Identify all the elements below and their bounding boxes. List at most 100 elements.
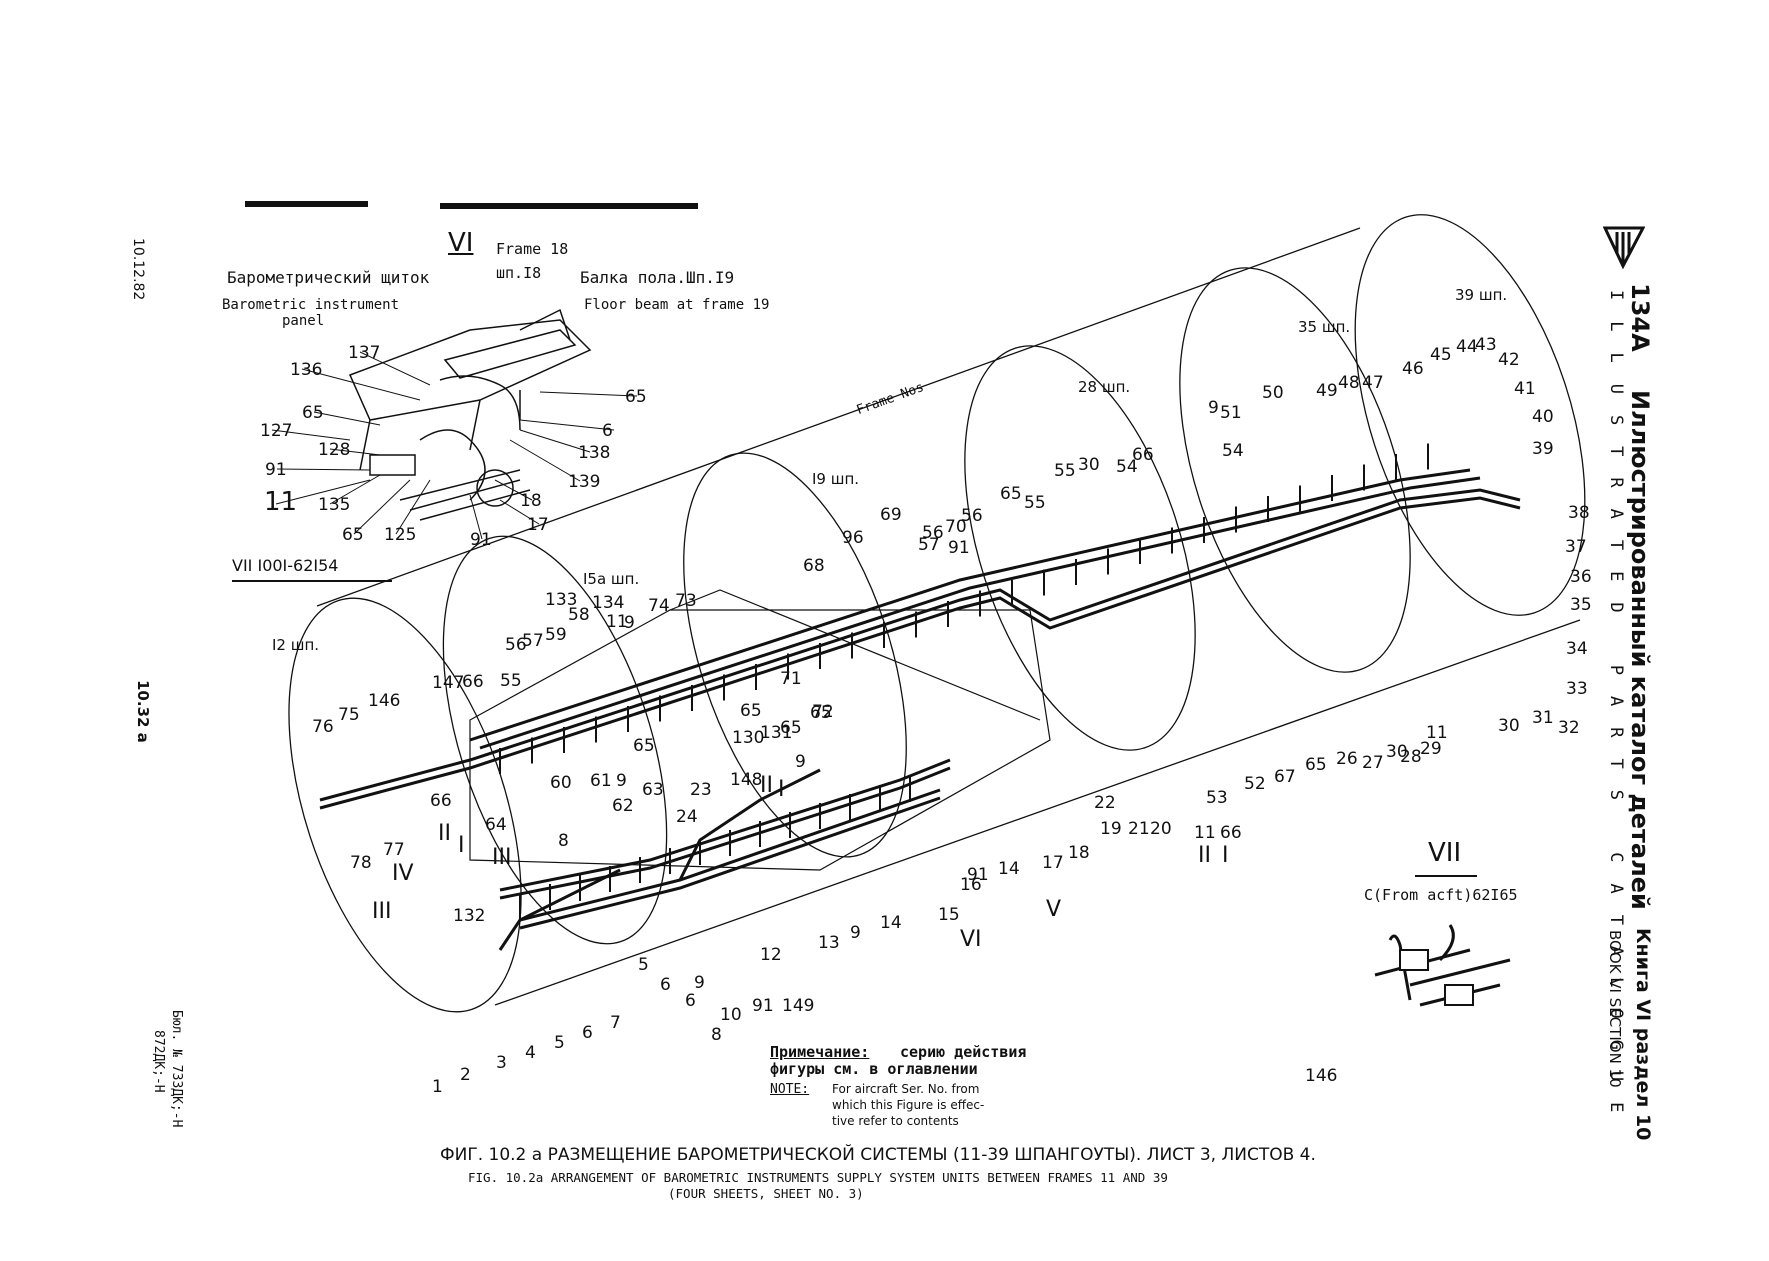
leader-line (509, 439, 581, 482)
fuselage-callout-89: 28 (1400, 747, 1422, 767)
detail-vi-callout-65: 65 (625, 387, 647, 407)
detail-vii-callout: 146 (1305, 1066, 1338, 1086)
panel-english-2: panel (282, 313, 325, 329)
frame18-english: Frame 18 (496, 240, 569, 258)
fuselage-callout-8: 59 (545, 625, 567, 645)
detail-vi-callout-138: 138 (578, 443, 610, 463)
fuselage-callout-51: 17 (1042, 853, 1064, 873)
fuselage-callout-60: 9 (795, 752, 806, 772)
fuselage-callout-12: 11 (606, 612, 628, 632)
fuselage-callout-73: 70 (945, 517, 967, 537)
detail-vi-callout-135: 135 (318, 495, 350, 515)
fuselage-callout-36: 5 (638, 955, 649, 975)
fuselage-callout-94: 31 (1532, 708, 1554, 728)
fuselage-callout-38: 9 (694, 973, 705, 993)
detail-vi-callout-91: 91 (470, 530, 492, 550)
book-section-english: BOOK VI SECTION 10 (1606, 930, 1624, 1088)
frame-label-39: 39 шп. (1455, 286, 1508, 304)
fuselage-callout-31: 4 (525, 1043, 536, 1063)
logo-glyph (1602, 226, 1646, 270)
fuselage-callout-92: 11 (1426, 723, 1448, 743)
fuselage-callout-29: 2 (460, 1065, 471, 1085)
fuselage-callout-47: 15 (938, 905, 960, 925)
fuselage-callout-88: 27 (1362, 753, 1384, 773)
detail-vii-sketch (1374, 924, 1511, 1007)
fuselage-callout-41: 91 (752, 996, 774, 1016)
leader-line (276, 468, 371, 471)
fuselage-callout-45: 9 (850, 923, 861, 943)
fuselage-callout-75: 56 (961, 506, 983, 526)
fuselage-outline (288, 214, 1586, 1013)
fuselage-callout-116: 11 (1194, 823, 1216, 843)
page-number: 10.32 a (134, 680, 152, 743)
fuselage-callout-14: 74 (648, 596, 670, 616)
fuselage-callout-67: 65 (810, 703, 832, 723)
date-stamp: 10.12.82 (130, 238, 146, 301)
leader-line (494, 479, 533, 501)
leader-line (275, 479, 371, 505)
fuselage-callout-59: 148 (730, 770, 762, 790)
fuselage-callout-101: 38 (1568, 503, 1590, 523)
frame-label-35: 35 шп. (1298, 318, 1351, 336)
fuselage-callout-16: 78 (350, 853, 372, 873)
caption-english-sheet: (FOUR SHEETS, SHEET NO. 3) (668, 1186, 864, 1201)
frame18-russian: шп.I8 (496, 264, 542, 282)
fuselage-callout-40: 10 (720, 1005, 742, 1025)
fuselage-callout-26: 65 (633, 736, 655, 756)
fuselage-callout-17: 77 (383, 840, 405, 860)
fuselage-callout-1: 75 (338, 705, 360, 725)
detail-vi-title: VI (448, 228, 474, 258)
frame-label-12: I2 шп. (272, 636, 320, 654)
fuselage-callout-66: 71 (780, 669, 802, 689)
fuselage-callout-30: 3 (496, 1053, 507, 1073)
leader-line (499, 499, 540, 525)
title-russian: Иллюстрированный каталог деталей (1626, 390, 1654, 910)
fuselage-callout-50: 14 (998, 859, 1020, 879)
fuselage-callout-68: 68 (803, 556, 825, 576)
leader-line (395, 479, 431, 535)
detail-vi-callout-128: 128 (318, 440, 350, 460)
fuselage-callout-96: 33 (1566, 679, 1588, 699)
caption-english: FIG. 10.2a ARRANGEMENT OF BAROMETRIC INS… (468, 1170, 1168, 1185)
note-text-russian-2: фигуры см. в оглавлении (770, 1060, 978, 1078)
fuselage-callout-72: 56 (922, 523, 944, 543)
detail-vi-sketch (348, 308, 592, 521)
fuselage-callout-100: 37 (1565, 537, 1587, 557)
fuselage-callout-28: 1 (432, 1077, 443, 1097)
fuselage-callout-98: 35 (1570, 595, 1592, 615)
fuselage-callout-85: 67 (1274, 767, 1296, 787)
fuselage-callout-80: 54 (1116, 457, 1138, 477)
detail-vi-callout-139: 139 (568, 472, 600, 492)
fuselage-callout-55: 20 (1150, 819, 1172, 839)
fuselage-callout-33: 6 (582, 1023, 593, 1043)
fuselage-callout-78: 55 (1054, 461, 1076, 481)
fuselage-callout-21: 9 (616, 771, 627, 791)
detail-vii-effectivity: C(From acft)62I65 (1364, 886, 1518, 904)
fuselage-callout-5: 55 (500, 671, 522, 691)
fuselage-callout-37: 6 (685, 991, 696, 1011)
leader-line (519, 419, 615, 431)
note-label-english: NOTE: (770, 1082, 810, 1097)
view-iv: IV (392, 861, 414, 886)
fuselage-callout-13: 9 (624, 613, 635, 633)
fuselage-callout-46: 14 (880, 913, 902, 933)
bulletin-line-1: Бюл. № 733ДК;-Н (169, 1010, 184, 1128)
fuselage-callout-35: 6 (660, 975, 671, 995)
fuselage-callout-56: 22 (1094, 793, 1116, 813)
detail-vi-effectivity: VII I00I-62I54 (232, 556, 339, 575)
view-i: I (458, 833, 465, 858)
fuselage-callout-113: 50 (1262, 383, 1284, 403)
fuselage-callout-22: 63 (642, 780, 664, 800)
floor-beam-english: Floor beam at frame 19 (584, 297, 770, 313)
detail-vii-underline (1415, 875, 1477, 877)
fuselage-callout-34: 7 (610, 1013, 621, 1033)
fuselage-callout-20: 61 (590, 771, 612, 791)
detail-vi-callout-91: 91 (265, 460, 287, 480)
fuselage-callout-109: 46 (1402, 359, 1424, 379)
panel-russian: Барометрический щиток (227, 268, 430, 287)
fuselage-callout-93: 30 (1498, 716, 1520, 736)
caption-russian: ФИГ. 10.2 a РАЗМЕЩЕНИЕ БАРОМЕТРИЧЕСКОЙ С… (440, 1145, 1316, 1165)
leader-line (301, 368, 421, 401)
fuselage-callout-43: 12 (760, 945, 782, 965)
fuselage-callout-108: 45 (1430, 345, 1452, 365)
